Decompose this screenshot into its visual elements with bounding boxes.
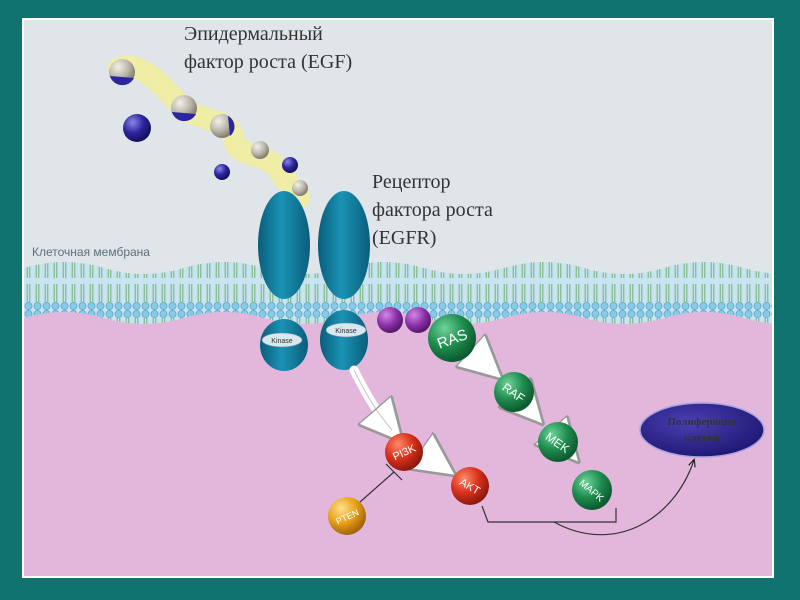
- diagram-panel: Клеточная мембрана Эпидермальный фактор …: [22, 18, 774, 578]
- membrane-label: Клеточная мембрана: [32, 245, 150, 259]
- receptor-title-line3: (EGFR): [372, 227, 436, 249]
- kinase-domain-left: [261, 332, 303, 348]
- adaptor-protein: [405, 307, 431, 333]
- kinase-label-right: Kinase: [335, 328, 357, 335]
- akt-protein: AKT: [451, 467, 489, 505]
- ras-protein: RAS: [428, 314, 476, 362]
- ligand-sphere: [292, 180, 308, 196]
- pten-protein: PTEN: [328, 497, 366, 535]
- outcome-line1: Полиферация: [667, 416, 736, 428]
- egf-ligands: [108, 55, 310, 209]
- ligand-sphere: [251, 141, 269, 159]
- cell-proliferation-node: Полиферация клетки: [639, 402, 765, 458]
- adaptor-protein: [377, 307, 403, 333]
- receptor-subunit-right: [318, 191, 370, 299]
- kinase-label-left: Kinase: [271, 338, 293, 345]
- receptor-title-line2: фактора роста: [372, 199, 493, 221]
- egf-title-line1: Эпидермальный: [184, 23, 323, 45]
- ligand-sphere: [210, 114, 234, 138]
- raf-protein: RAF: [494, 372, 534, 412]
- ligand-sphere: [123, 114, 151, 142]
- ligand-sphere: [282, 157, 298, 173]
- mapk-protein: MAPK: [572, 470, 612, 510]
- kinase-domain-right: [325, 322, 367, 338]
- signaling-diagram: Клеточная мембрана Эпидермальный фактор …: [24, 20, 772, 576]
- egf-title-line2: фактор роста (EGF): [184, 51, 352, 73]
- egfr-receptor: Kinase Kinase: [258, 191, 370, 371]
- receptor-title-line1: Рецептор: [372, 171, 451, 193]
- ligand-sphere: [214, 164, 230, 180]
- pten-inhibition-line: [359, 463, 403, 503]
- receptor-subunit-left: [258, 191, 310, 299]
- mek-protein: MEK: [538, 422, 578, 462]
- pi3k-protein: PI3K: [385, 433, 423, 471]
- cell-membrane: [24, 262, 772, 324]
- outcome-line2: клетки: [684, 432, 720, 444]
- pathway-bracket: [481, 460, 694, 536]
